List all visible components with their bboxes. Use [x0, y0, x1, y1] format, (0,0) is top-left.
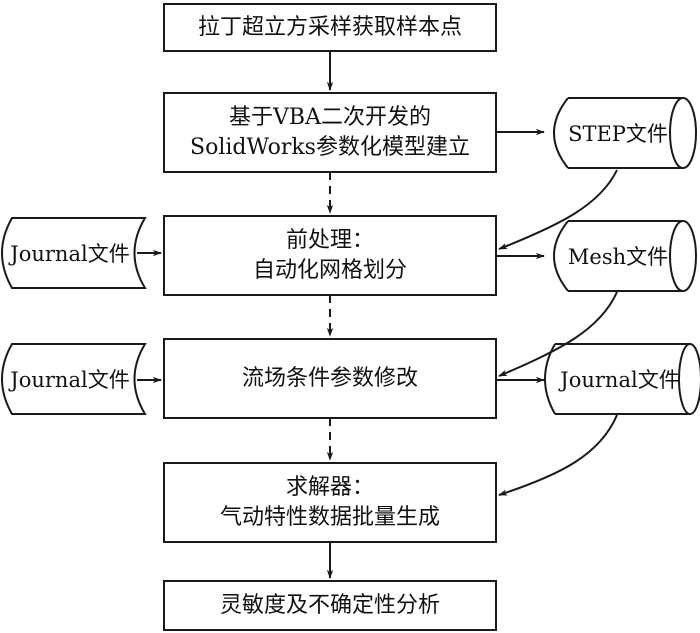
step-solver: 求解器： 气动特性数据批量生成 [163, 462, 497, 543]
step-flowfield: 流场条件参数修改 [163, 338, 497, 419]
curve-step-to-preprocess [498, 169, 618, 250]
file-step-label: STEP文件 [568, 122, 668, 146]
curve-journal-out-to-solver [498, 414, 618, 496]
step-lhs-sampling: 拉丁超立方采样获取样本点 [163, 3, 497, 52]
curve-mesh-to-flowfield [498, 291, 618, 377]
file-journal-in-2-shape [1, 343, 147, 415]
file-journal-in-1-shape [1, 217, 147, 289]
step-analysis-label: 灵敏度及不确定性分析 [219, 592, 440, 618]
step-lhs-label: 拉丁超立方采样获取样本点 [197, 14, 462, 40]
step-model-label-line1: 基于VBA二次开发的 [229, 104, 431, 130]
file-journal-in-1-label: Journal文件 [10, 242, 130, 266]
step-preprocess-label-line2: 自动化网格划分 [252, 257, 407, 283]
step-preprocess-label-line1: 前处理： [285, 227, 374, 253]
step-solver-label-line2: 气动特性数据批量生成 [219, 504, 440, 530]
file-mesh-cylinder [553, 220, 697, 292]
step-solidworks-model: 基于VBA二次开发的 SolidWorks参数化模型建立 [163, 92, 497, 173]
step-solver-label-line1: 求解器： [285, 474, 374, 500]
step-analysis: 灵敏度及不确定性分析 [163, 580, 497, 631]
file-journal-in-2-label: Journal文件 [10, 368, 130, 392]
file-mesh-label: Mesh文件 [567, 245, 669, 269]
file-journal-out-cylinder [544, 343, 700, 415]
step-preprocess: 前处理： 自动化网格划分 [163, 215, 497, 296]
file-step-cylinder [553, 97, 697, 169]
step-model-label-line2: SolidWorks参数化模型建立 [190, 134, 470, 160]
file-journal-out-label: Journal文件 [560, 368, 680, 392]
step-flowfield-label: 流场条件参数修改 [241, 365, 418, 391]
